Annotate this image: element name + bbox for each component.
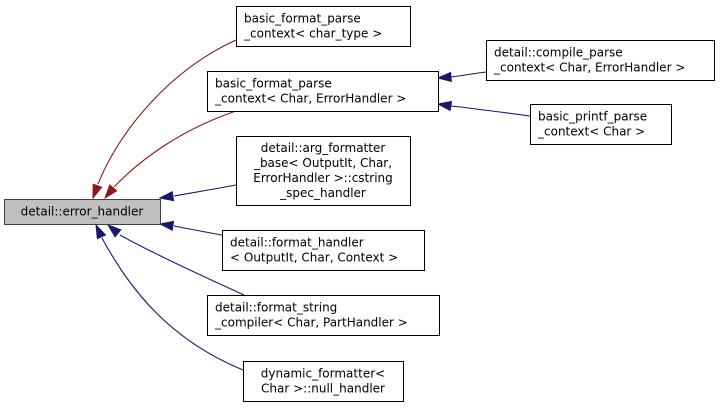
node-label-line: dynamic_formatter< — [261, 367, 385, 381]
node-box[interactable] — [486, 40, 715, 81]
edge-format_handler-to-error_handler — [158, 220, 223, 236]
edge-line — [173, 184, 237, 197]
edge-line — [101, 237, 244, 371]
node-label-line: detail::format_handler — [230, 236, 364, 250]
node-box[interactable] — [530, 104, 672, 145]
node-box[interactable] — [236, 136, 411, 206]
class-node-null-handler[interactable]: dynamic_formatter<Char >::null_handler — [243, 361, 404, 402]
edge-line — [173, 225, 223, 236]
edges-layer — [92, 39, 531, 371]
edge-line — [97, 39, 237, 185]
node-label-line: _context< char_type > — [243, 27, 382, 41]
edge-printf_parse_ctx-to-bfpc_char_eh — [436, 100, 531, 117]
class-node-compile-parse-ctx[interactable]: detail::compile_parse_context< Char, Err… — [486, 40, 715, 81]
node-label-line: detail::format_string — [215, 301, 337, 315]
arrowhead-icon — [104, 184, 118, 200]
arrowhead-icon — [92, 183, 103, 200]
arrowhead-icon — [106, 224, 122, 238]
edge-line — [119, 234, 245, 296]
arrowhead-icon — [158, 220, 175, 232]
node-label-line: basic_format_parse — [215, 77, 332, 91]
node-label-line: < OutputIt, Char, Context > — [230, 251, 398, 265]
class-node-format-handler[interactable]: detail::format_handler< OutputIt, Char, … — [222, 230, 425, 271]
arrowhead-icon — [158, 190, 175, 202]
class-node-printf-parse-ctx[interactable]: basic_printf_parse_context< Char > — [530, 104, 672, 145]
class-node-format-string-compiler[interactable]: detail::format_string_compiler< Char, Pa… — [207, 295, 440, 336]
class-node-bfpc-char-eh[interactable]: basic_format_parse_context< Char, ErrorH… — [207, 71, 439, 112]
class-node-cstring-spec-handler[interactable]: detail::arg_formatter_base< OutputIt, Ch… — [236, 136, 411, 206]
edge-cstring_spec_handler-to-error_handler — [158, 184, 237, 202]
node-label-line: detail::error_handler — [21, 205, 144, 219]
node-label-line: _spec_handler — [279, 186, 366, 200]
edge-null_handler-to-error_handler — [95, 223, 244, 371]
node-label-line: basic_printf_parse — [538, 110, 647, 124]
node-label-line: detail::compile_parse — [494, 46, 623, 60]
node-box[interactable] — [236, 6, 411, 47]
node-label-line: ErrorHandler >::cstring — [253, 171, 393, 185]
nodes-layer: detail::error_handlerbasic_format_parse_… — [4, 6, 715, 402]
edge-bfpc_char_eh-to-error_handler — [104, 110, 237, 200]
edge-line — [450, 71, 487, 78]
edge-compile_parse_ctx-to-bfpc_char_eh — [436, 71, 487, 83]
edge-format_string_compiler-to-error_handler — [106, 224, 245, 296]
node-label-line: detail::arg_formatter — [261, 141, 386, 155]
node-label-line: _base< OutputIt, Char, — [253, 156, 392, 170]
edge-bfpc_char_type-to-error_handler — [92, 39, 237, 200]
node-box[interactable] — [207, 295, 440, 336]
node-label-line: Char >::null_handler — [261, 382, 385, 396]
class-node-error-handler[interactable]: detail::error_handler — [4, 199, 161, 225]
node-label-line: basic_format_parse — [244, 12, 361, 26]
node-box[interactable] — [243, 361, 404, 402]
edge-line — [113, 110, 237, 188]
class-node-bfpc-char-type[interactable]: basic_format_parse_context< char_type > — [236, 6, 411, 47]
node-label-line: _compiler< Char, PartHandler > — [214, 316, 408, 330]
node-box[interactable] — [4, 199, 161, 225]
arrowhead-icon — [95, 223, 107, 240]
arrowhead-icon — [436, 100, 453, 112]
edge-line — [450, 105, 531, 117]
node-box[interactable] — [207, 71, 439, 112]
node-label-line: _context< Char, ErrorHandler > — [493, 61, 685, 75]
node-label-line: _context< Char > — [537, 125, 645, 139]
arrowhead-icon — [436, 71, 452, 83]
node-box[interactable] — [222, 230, 425, 271]
node-label-line: _context< Char, ErrorHandler > — [214, 92, 406, 106]
